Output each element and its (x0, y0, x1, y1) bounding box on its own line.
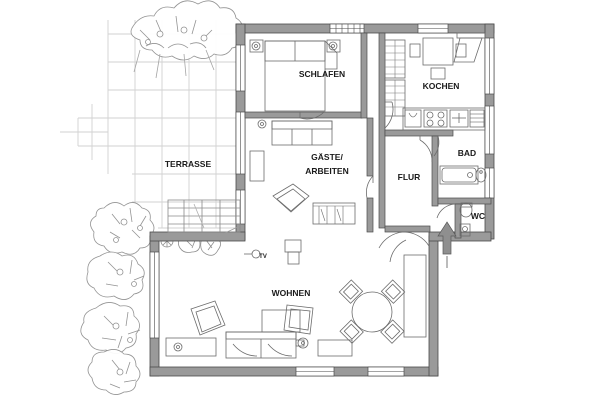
dining-chair-tr (380, 279, 406, 304)
room-label-arbeiten: ARBEITEN (305, 166, 348, 176)
bedroom-furniture (249, 39, 406, 117)
door-bedroom (299, 111, 325, 120)
armchair-right (283, 304, 314, 335)
entrance-arrow (437, 221, 457, 268)
shrub-left-upper (90, 202, 155, 255)
washbasin (475, 167, 487, 183)
nightstand-right (326, 39, 341, 53)
dining-chair-tl (338, 279, 364, 304)
terrace-paving-grid (60, 20, 238, 229)
hall-doors (378, 136, 433, 249)
small-washbasin (459, 223, 471, 237)
room-labels: SCHLAFEN KOCHEN TERRASSE GÄSTE/ ARBEITEN… (165, 69, 485, 298)
armchair-left (190, 300, 226, 336)
chair-bottom (430, 67, 446, 80)
armchair (272, 183, 310, 213)
room-label-flur: FLUR (398, 172, 421, 182)
bathroom-fixtures (433, 135, 487, 185)
round-dining-set (338, 279, 406, 344)
dining-chair-br (380, 319, 405, 344)
sideboard-left (165, 337, 217, 357)
duvet-fold (324, 40, 338, 70)
chair-right (455, 43, 467, 58)
shrub-left-middle (86, 251, 145, 300)
shelf-unit (312, 202, 356, 225)
dining-table (422, 37, 454, 66)
bathtub (439, 165, 479, 185)
kitchen-furniture (384, 32, 486, 131)
shrub-left-lower (80, 302, 141, 354)
guest-room-furniture (249, 119, 374, 225)
coffee-table (261, 309, 301, 333)
oven (449, 109, 469, 128)
room-label-wc: WC (471, 211, 485, 221)
wc-fixtures (436, 202, 473, 237)
sink (404, 109, 422, 128)
sideboard-right (403, 254, 427, 338)
cooktop (423, 109, 448, 128)
terrace-steps (167, 199, 241, 239)
room-label-bad: BAD (458, 148, 476, 158)
round-dining-table (351, 291, 393, 333)
living-room-furniture (165, 239, 427, 359)
room-label-terrasse: TERRASSE (165, 159, 212, 169)
fridge (469, 109, 485, 128)
shrub-bottom-left (87, 349, 141, 395)
ottoman (317, 339, 353, 357)
shrub-top-left (130, 0, 243, 79)
interior-walls (244, 32, 492, 239)
dining-chair-bl (339, 319, 364, 344)
side-table (249, 150, 265, 182)
room-label-schlafen: SCHLAFEN (299, 69, 345, 79)
room-label-kochen: KOCHEN (423, 81, 460, 91)
room-label-gaeste: GÄSTE/ (311, 152, 343, 162)
chair-left (409, 43, 421, 58)
kitchen-counter (402, 107, 486, 131)
nightstand-left (249, 39, 264, 53)
tv-label: TV (259, 254, 267, 260)
room-label-wohnen: WOHNEN (272, 288, 311, 298)
counter-angle (453, 37, 483, 63)
